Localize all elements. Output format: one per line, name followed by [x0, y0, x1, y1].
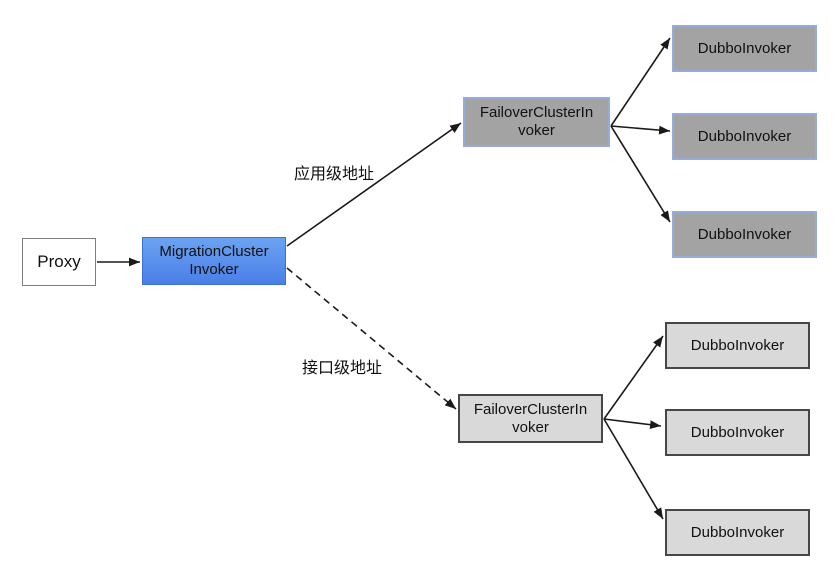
node-failover-app-label-line1: FailoverClusterIn: [479, 104, 594, 121]
edge-failover-app-to-dubbo-3: [610, 125, 671, 223]
edge-failover-itf-to-dubbo-1: [603, 335, 664, 420]
node-failover-itf-label-line2: voker: [512, 418, 549, 436]
node-migration-label-line2: Invoker: [189, 261, 239, 278]
node-dubbo-invoker-label: DubboInvoker: [697, 127, 792, 145]
edge-failover-itf-to-dubbo-3: [603, 418, 664, 520]
node-dubbo-invoker-label: DubboInvoker: [690, 523, 785, 541]
node-proxy: Proxy: [22, 238, 96, 286]
node-migration-label-line1: MigrationCluster: [159, 243, 269, 260]
node-dubbo-invoker-app-3: DubboInvoker: [672, 211, 817, 258]
node-dubbo-invoker-label: DubboInvoker: [690, 423, 785, 441]
node-dubbo-invoker-label: DubboInvoker: [690, 336, 785, 354]
node-dubbo-invoker-label: DubboInvoker: [697, 225, 792, 243]
node-failover-cluster-invoker-interface: FailoverClusterIn voker: [458, 394, 603, 443]
node-dubbo-invoker-app-1: DubboInvoker: [672, 25, 817, 72]
node-failover-app-label-line2: voker: [518, 122, 555, 139]
node-dubbo-invoker-label: DubboInvoker: [697, 39, 792, 57]
node-dubbo-invoker-itf-3: DubboInvoker: [665, 509, 810, 556]
edge-failover-itf-to-dubbo-2: [603, 418, 662, 430]
node-dubbo-invoker-itf-1: DubboInvoker: [665, 322, 810, 369]
node-dubbo-invoker-itf-2: DubboInvoker: [665, 409, 810, 456]
edge-migration-to-failover-app: [286, 122, 462, 247]
edge-label-application-level-address: 应用级地址: [293, 166, 374, 183]
node-proxy-label: Proxy: [37, 252, 81, 271]
node-failover-itf-label-line1: FailoverClusterIn: [473, 400, 588, 418]
edge-label-interface-level-address: 接口级地址: [301, 360, 382, 377]
edge-failover-app-to-dubbo-2: [610, 125, 671, 135]
edge-migration-to-failover-interface: [286, 267, 457, 410]
node-dubbo-invoker-app-2: DubboInvoker: [672, 113, 817, 160]
node-migration-cluster-invoker: MigrationCluster Invoker: [142, 237, 286, 285]
edge-failover-app-to-dubbo-1: [610, 37, 671, 127]
node-failover-cluster-invoker-application: FailoverClusterIn voker: [463, 97, 610, 147]
